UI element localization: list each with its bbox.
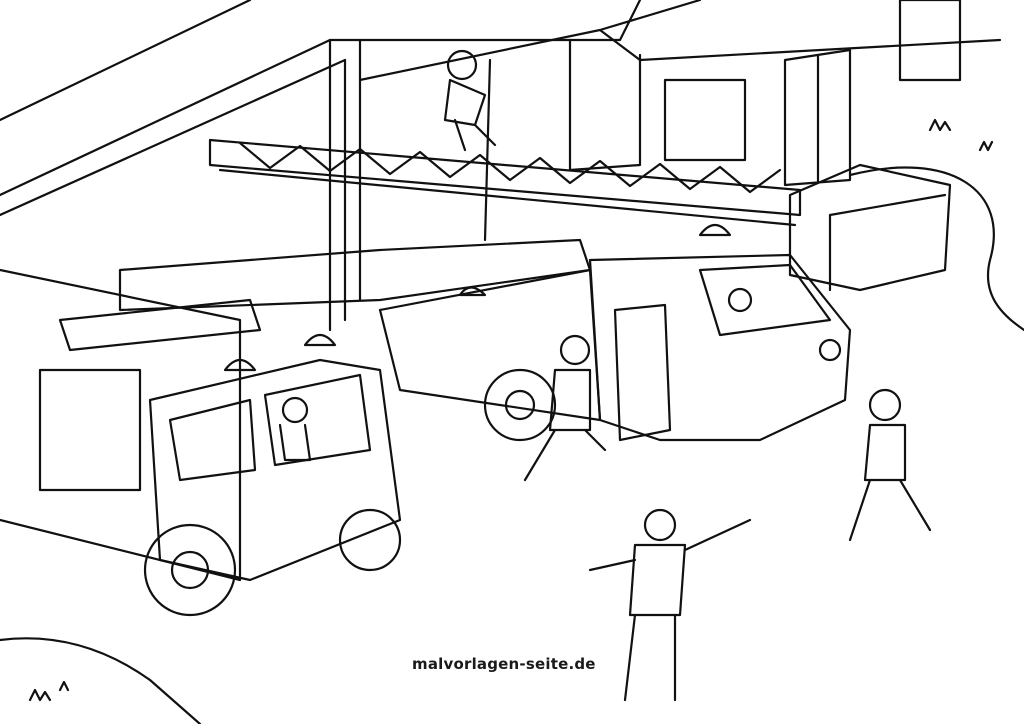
ground: [0, 118, 994, 724]
firefighter-pointing: [588, 508, 752, 702]
firefighter-on-pole: [443, 49, 497, 242]
ladder: [208, 138, 952, 292]
watermark-text: malvorlagen-seite.de: [412, 655, 596, 673]
fire-truck-right: [118, 223, 852, 442]
firefighter-on-phone: [848, 388, 932, 542]
fire-station-building: [0, 0, 1024, 332]
firefighter-running: [523, 334, 607, 482]
fire-truck-left: [0, 268, 402, 617]
